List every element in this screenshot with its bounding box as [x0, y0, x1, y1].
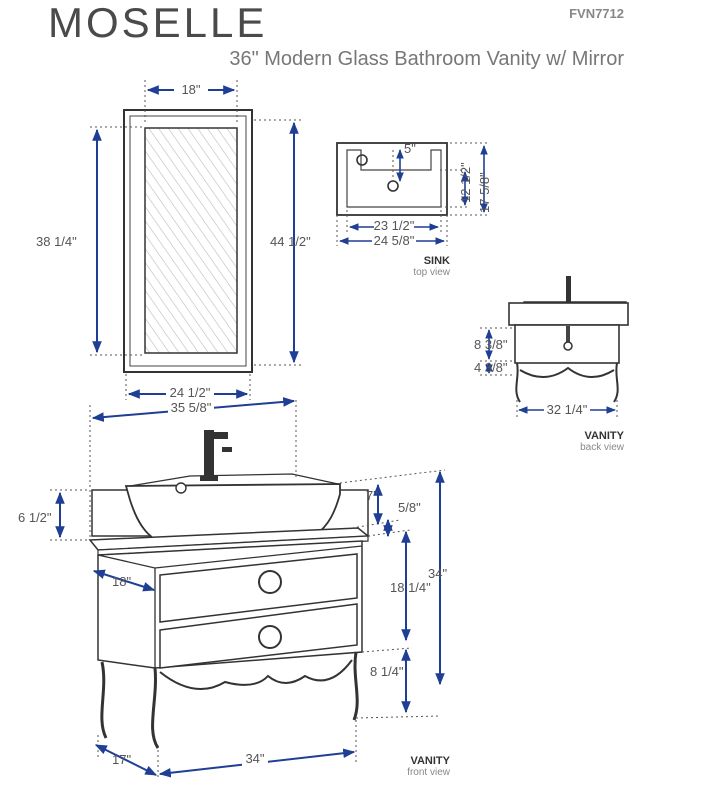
dim-leg-height: 8 1/4"	[370, 664, 404, 679]
back-caption-view: back view	[580, 441, 624, 453]
dim-back-width: 32 1/4"	[547, 402, 588, 417]
dim-vessel-height: 7"	[366, 488, 378, 503]
dim-top-depth: 18"	[112, 574, 131, 589]
front-caption-name: VANITY	[410, 755, 450, 767]
sink-top-drawing	[336, 142, 448, 216]
dim-total-height: 34"	[428, 566, 447, 581]
dim-mirror-inner-height: 38 1/4"	[36, 234, 77, 249]
dim-backsplash-height: 6 1/2"	[18, 510, 52, 525]
dim-sink-inner-depth: 12 1/2"	[458, 162, 473, 203]
dim-sink-inner-width: 23 1/2"	[374, 218, 415, 233]
back-extension-lines	[480, 327, 618, 420]
dim-mirror-inner-width: 18"	[181, 82, 200, 97]
dim-mirror-outer-height: 44 1/2"	[270, 234, 311, 249]
brand-title: MOSELLE	[48, 0, 268, 46]
vanity-back-drawing	[508, 276, 629, 403]
dim-cabinet-depth: 17"	[112, 752, 131, 767]
dim-countertop-thickness: 5/8"	[398, 500, 421, 515]
model-code: FVN7712	[569, 6, 624, 21]
dim-sink-outer-depth: 17 5/8"	[477, 172, 492, 213]
back-caption-name: VANITY	[584, 430, 624, 442]
mirror-drawing	[123, 109, 253, 373]
sink-caption-name: SINK	[423, 255, 450, 267]
dim-cabinet-height: 18 1/4"	[390, 580, 431, 595]
mirror-extension-lines	[90, 80, 302, 400]
dim-sink-drain: 5"	[404, 141, 416, 156]
sink-caption-view: top view	[413, 266, 450, 278]
dim-vanity-top-width: 35 5/8"	[171, 400, 212, 415]
front-view-caption: VANITY front view	[407, 755, 450, 778]
sink-extension-lines	[336, 142, 490, 246]
dim-cabinet-width: 34"	[245, 751, 264, 766]
product-subtitle: 36" Modern Glass Bathroom Vanity w/ Mirr…	[229, 48, 624, 70]
back-view-caption: VANITY back view	[580, 430, 624, 453]
front-caption-view: front view	[407, 766, 450, 778]
vanity-front-drawing	[88, 430, 371, 749]
dim-sink-outer-width: 24 5/8"	[374, 233, 415, 248]
sink-caption: SINK top view	[413, 255, 450, 278]
dim-mirror-outer-width: 24 1/2"	[170, 385, 211, 400]
dim-back-leg-height: 4 3/8"	[474, 360, 508, 375]
dim-back-drawer-height: 8 3/8"	[474, 337, 508, 352]
